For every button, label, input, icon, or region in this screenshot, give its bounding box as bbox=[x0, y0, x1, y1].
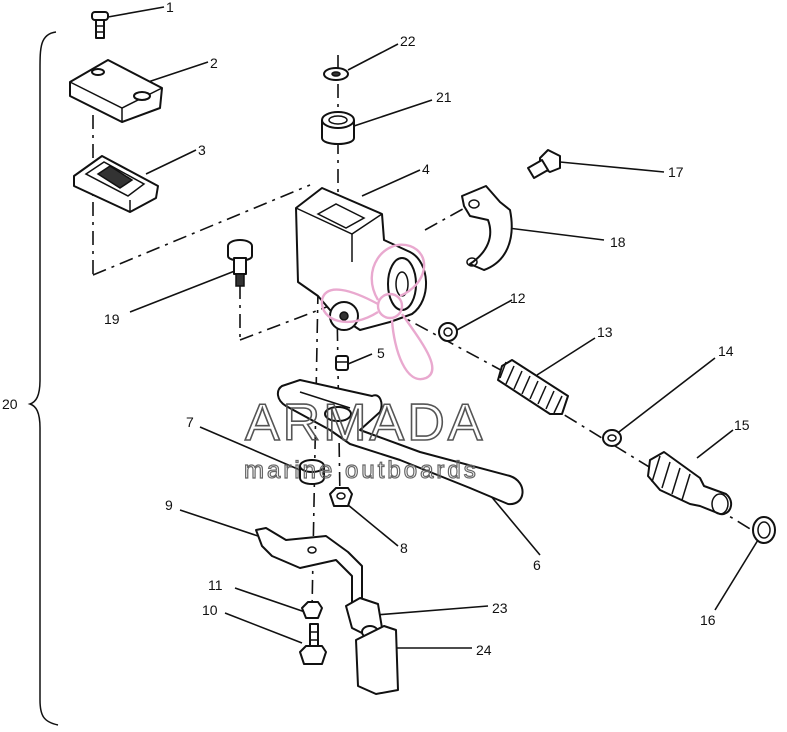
part-24-tag bbox=[355, 625, 399, 695]
part-15-piston bbox=[647, 451, 733, 516]
part-13-spring bbox=[497, 359, 569, 415]
part-10-bolt bbox=[299, 623, 327, 665]
callout-15: 15 bbox=[734, 417, 750, 433]
callout-7: 7 bbox=[186, 414, 194, 430]
assembly-bracket bbox=[27, 31, 59, 726]
callout-23: 23 bbox=[492, 600, 508, 616]
callout-22: 22 bbox=[400, 33, 416, 49]
callout-3: 3 bbox=[198, 142, 206, 158]
callout-21: 21 bbox=[436, 89, 452, 105]
part-16-circlip bbox=[752, 516, 776, 544]
callout-8: 8 bbox=[400, 540, 408, 556]
part-14-washer bbox=[602, 429, 622, 447]
part-22-washer bbox=[323, 67, 349, 81]
callout-9: 9 bbox=[165, 497, 173, 513]
part-18-clamp bbox=[461, 185, 513, 271]
part-7-collar bbox=[299, 459, 325, 485]
watermark-petal-top bbox=[370, 243, 426, 301]
callout-5: 5 bbox=[377, 345, 385, 361]
callout-12: 12 bbox=[510, 290, 526, 306]
part-8-nut bbox=[329, 487, 353, 507]
callout-18: 18 bbox=[610, 234, 626, 250]
part-4-master-cylinder bbox=[295, 187, 427, 331]
watermark-brand: ARMADA bbox=[245, 394, 485, 452]
callout-6: 6 bbox=[533, 557, 541, 573]
callout-17: 17 bbox=[668, 164, 684, 180]
watermark-emblem bbox=[320, 243, 434, 381]
callout-2: 2 bbox=[210, 55, 218, 71]
part-5-nipple bbox=[335, 355, 349, 371]
callout-14: 14 bbox=[718, 343, 734, 359]
assembly-lines bbox=[92, 55, 761, 611]
part-9-bracket bbox=[255, 527, 363, 605]
callout-1: 1 bbox=[166, 0, 174, 15]
callout-4: 4 bbox=[422, 161, 430, 177]
callout-13: 13 bbox=[597, 324, 613, 340]
callout-24: 24 bbox=[476, 642, 492, 658]
watermark-tagline: marine outboards bbox=[244, 457, 479, 484]
part-1-screw bbox=[91, 11, 109, 39]
part-21-bushing bbox=[321, 111, 355, 145]
part-2-reservoir-cover bbox=[69, 59, 163, 123]
watermark-ring bbox=[376, 292, 404, 320]
callout-20: 20 bbox=[2, 396, 18, 412]
callout-16: 16 bbox=[700, 612, 716, 628]
part-3-diaphragm bbox=[73, 155, 159, 213]
callout-19: 19 bbox=[104, 311, 120, 327]
part-12-washer bbox=[438, 322, 458, 342]
watermark-petal-left bbox=[320, 288, 379, 324]
leader-lines bbox=[107, 6, 759, 649]
part-17-screw bbox=[527, 149, 561, 179]
part-11-nut bbox=[301, 601, 323, 619]
part-19-pivot-bolt bbox=[227, 239, 253, 287]
part-6-lever bbox=[276, 379, 524, 506]
callout-labels: 1 2 3 4 5 6 7 8 9 10 11 12 13 14 15 16 1… bbox=[2, 0, 750, 658]
callout-10: 10 bbox=[202, 602, 218, 618]
watermark-petal-right bbox=[390, 313, 434, 381]
callout-11: 11 bbox=[208, 577, 223, 593]
